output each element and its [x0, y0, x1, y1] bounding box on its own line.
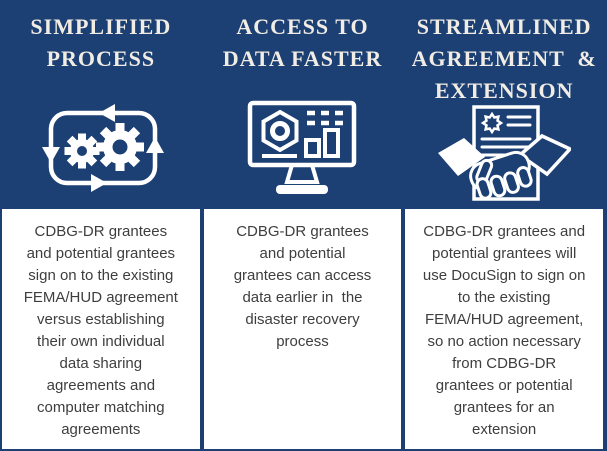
column-title: STREAMLINED AGREEMENT & EXTENSION: [411, 14, 597, 103]
description-card: CDBG-DR grantees and potential grantees …: [203, 209, 402, 449]
description-card: CDBG-DR grantees and potential grantees …: [2, 209, 200, 449]
column-title: SIMPLIFIED PROCESS: [30, 14, 172, 71]
column-description: CDBG-DR grantees and potential grantees …: [23, 223, 178, 438]
monitor-dashboard-icon: [241, 88, 363, 209]
column-header: ACCESS TO DATA FASTER: [203, 0, 402, 209]
description-card: CDBG-DR grantees and potential grantees …: [405, 209, 603, 449]
column-access-to-data-faster: ACCESS TO DATA FASTER: [203, 0, 402, 449]
column-description: CDBG-DR grantees and potential grantees …: [422, 223, 586, 438]
document-handshake-icon: [437, 103, 572, 209]
column-header: SIMPLIFIED PROCESS: [2, 0, 200, 209]
column-title: ACCESS TO DATA FASTER: [222, 14, 383, 71]
column-description: CDBG-DR grantees and potential grantees …: [233, 223, 372, 350]
column-streamlined-agreement-extension: STREAMLINED AGREEMENT & EXTENSION: [405, 0, 603, 449]
process-cycle-gears-icon: [35, 88, 167, 209]
column-header: STREAMLINED AGREEMENT & EXTENSION: [405, 0, 603, 209]
column-simplified-process: SIMPLIFIED PROCESS: [2, 0, 200, 449]
